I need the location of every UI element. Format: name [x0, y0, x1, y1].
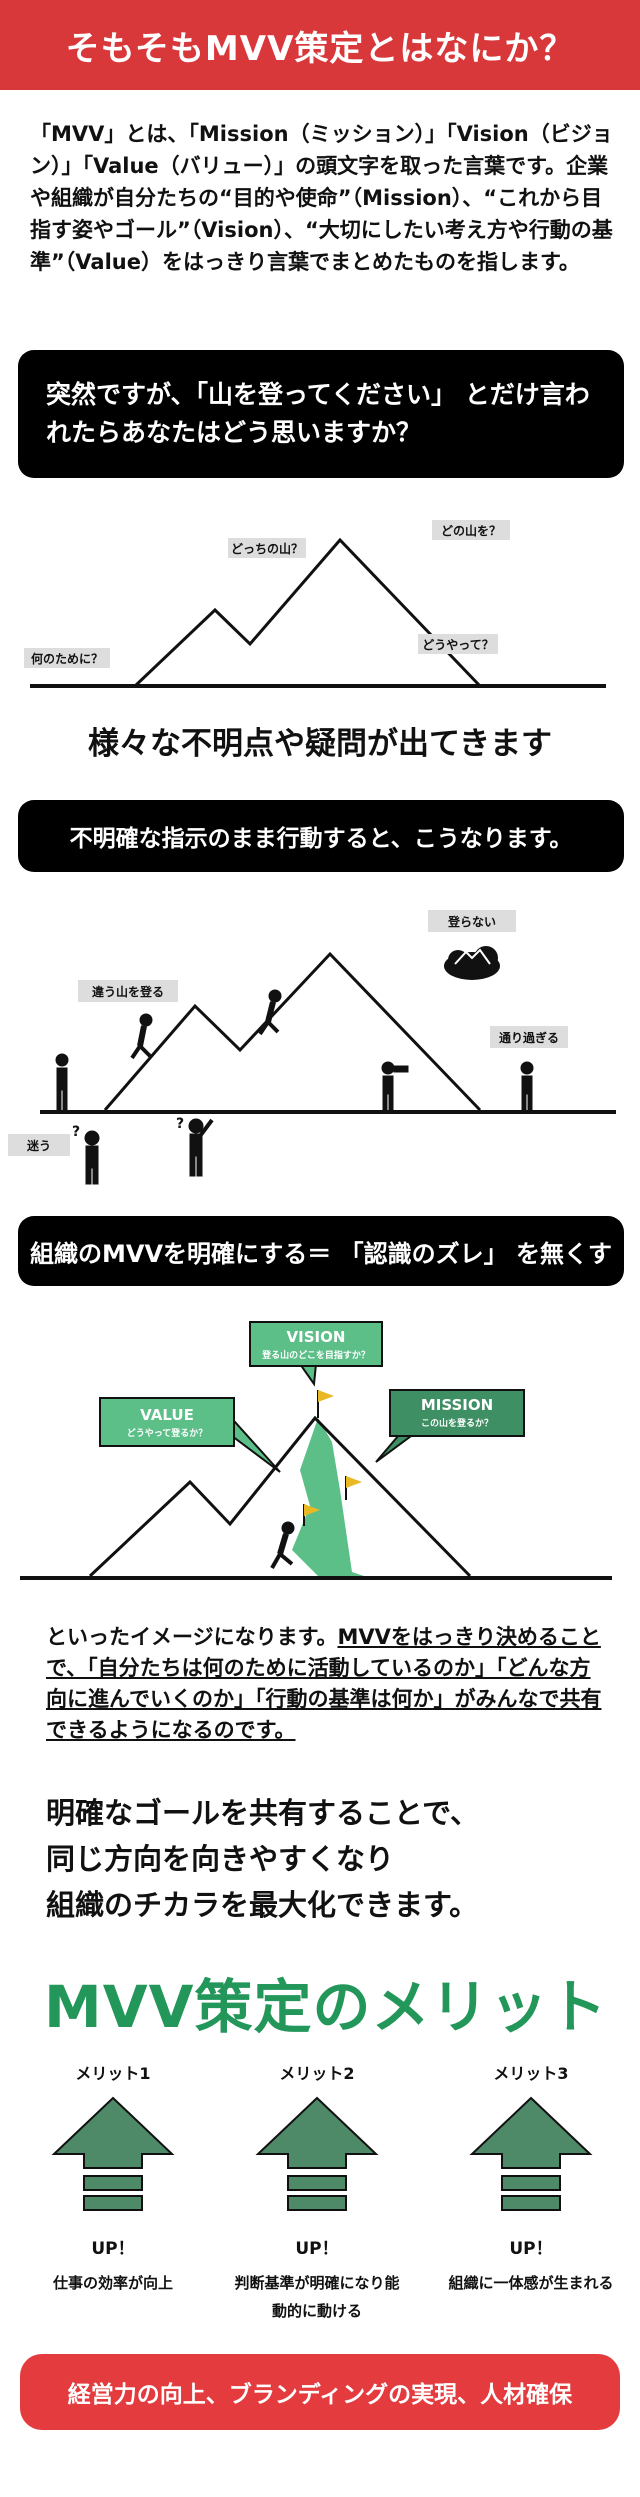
up-arrow-icon: [255, 2096, 379, 2211]
label-wrong-mountain: 違う山を登る: [92, 984, 164, 999]
label-lost: 迷う: [26, 1138, 51, 1153]
person-climbing-icon: [270, 1521, 295, 1569]
header-banner: そもそもMVV策定とはなにか？: [0, 0, 640, 90]
image-description-underlined: MVVをはっきり決めることで、「自分たちは何のために活動しているのか」「どんな方…: [46, 1625, 602, 1742]
label-box-how: [418, 634, 498, 654]
conclusion-line-1: 明確なゴールを共有することで、: [46, 1796, 479, 1830]
label-box-not-climb: [428, 910, 516, 932]
page-title: そもそもMVV策定とはなにか？: [65, 28, 575, 69]
image-description-prefix: といったイメージになります。: [46, 1625, 338, 1649]
vision-sub: 登る山のどこを目指すか？: [261, 1349, 370, 1361]
green-path: [292, 1418, 370, 1578]
person-thinking-icon: [55, 1053, 69, 1111]
merit-label: メリット3: [493, 2064, 569, 2083]
merit-label: メリット1: [75, 2064, 151, 2083]
vision-bubble: [249, 1321, 383, 1367]
value-sub: どうやって登るか？: [127, 1427, 208, 1439]
merit-desc: 仕事の効率が向上: [52, 2274, 173, 2292]
conclusion-line-3: 組織のチカラを最大化できます。: [46, 1888, 479, 1922]
label-how: どうやって？: [422, 638, 493, 652]
merit-item-1: メリット1 UP！ 仕事の効率が向上: [18, 2060, 208, 2297]
person-pointing-icon: ?: [176, 1116, 214, 1177]
flag-icon: [345, 1476, 362, 1500]
question-text: 突然ですが、「山を登ってください」 とだけ言われたらあなたはどう思いますか？: [46, 380, 590, 447]
label-box-what-mountain: [432, 520, 510, 540]
conclusion-line-2: 同じ方向を向きやすくなり: [46, 1842, 395, 1876]
mountain-illustration-mvv: VISION 登る山のどこを目指すか？ VALUE どうやって登るか？ MISS…: [20, 1321, 612, 1580]
clarify-box: 組織のMVVを明確にする＝ 「認識のズレ」 を無くす: [18, 1216, 624, 1286]
intro-text: 「MVV」とは、「Mission（ミッション）」「Vision（ビジョン）」「V…: [30, 122, 613, 274]
merit-desc: 判断基準が明確になり能動的に動ける: [234, 2274, 400, 2320]
mission-bubble: [389, 1389, 525, 1437]
up-arrow-icon: [51, 2096, 175, 2211]
person-lost-icon: ?: [72, 1124, 100, 1185]
label-why: 何のために？: [31, 651, 103, 666]
mountain-outline: [133, 537, 482, 688]
merit-item-2: メリット2 UP！ 判断基準が明確になり能動的に動ける: [222, 2060, 412, 2325]
label-box-why: [24, 648, 110, 668]
footer-text: 経営力の向上、ブランディングの実現、人材確保: [67, 2382, 573, 2408]
mountain-outline: [103, 951, 482, 1112]
merit-desc: 組織に一体感が生まれる: [448, 2274, 614, 2292]
vision-title: VISION: [287, 1328, 346, 1346]
person-walking-by-icon: [520, 1061, 534, 1111]
unclear-text: 不明確な指示のまま行動すると、こうなります。: [69, 826, 573, 852]
label-not-climb: 登らない: [447, 914, 496, 929]
person-climbing-big-mountain-icon: [258, 989, 282, 1036]
value-title: VALUE: [140, 1406, 194, 1424]
merits-title: MVV策定のメリット: [44, 1973, 608, 2041]
cloud-with-mountain-icon: [444, 946, 500, 980]
mountain-outline: [88, 1415, 472, 1578]
conclusion-text: 明確なゴールを共有することで、 同じ方向を向きやすくなり 組織のチカラを最大化で…: [46, 1790, 616, 1928]
person-climbing-small-mountain-icon: [130, 1013, 153, 1060]
merit-label: メリット2: [279, 2064, 355, 2083]
label-box-lost: [8, 1134, 70, 1156]
person-with-binoculars-icon: [381, 1061, 409, 1111]
footer-box: 経営力の向上、ブランディングの実現、人材確保: [20, 2354, 620, 2430]
label-pass-by: 通り過ぎる: [499, 1030, 559, 1045]
question-box: 突然ですが、「山を登ってください」 とだけ言われたらあなたはどう思いますか？: [18, 350, 624, 478]
clarify-text: 組織のMVVを明確にする＝ 「認識のズレ」 を無くす: [30, 1239, 612, 1268]
mission-sub: この山を登るか？: [421, 1417, 493, 1429]
label-which-mountain: どっちの山？: [231, 541, 303, 556]
flag-icon: [317, 1390, 334, 1418]
svg-text:?: ?: [176, 1116, 184, 1132]
mountain-illustration-confusion: 違う山を登る 登らない 通り過ぎる 迷う: [8, 910, 616, 1185]
merit-item-3: メリット3 UP！ 組織に一体感が生まれる: [436, 2060, 626, 2297]
mission-title: MISSION: [421, 1396, 493, 1414]
merit-up: UP！: [295, 2239, 339, 2259]
label-box-which-mountain: [228, 538, 306, 558]
image-description: といったイメージになります。MVVをはっきり決めることで、「自分たちは何のために…: [46, 1622, 606, 1746]
mountain-illustration-questions: 何のために？ どっちの山？ どの山を？ どうやって？: [24, 520, 606, 688]
merit-up: UP！: [91, 2239, 135, 2259]
flag-icon: [303, 1504, 320, 1526]
unclear-box: 不明確な指示のまま行動すると、こうなります。: [18, 800, 624, 872]
various-heading: 様々な不明点や疑問が出てきます: [87, 726, 553, 762]
label-box-pass-by: [490, 1026, 568, 1048]
label-box-wrong-mountain: [78, 980, 178, 1002]
value-bubble: [99, 1397, 235, 1447]
label-what-mountain: どの山を？: [441, 523, 501, 538]
merit-up: UP！: [509, 2239, 553, 2259]
svg-text:?: ?: [72, 1124, 80, 1140]
up-arrow-icon: [469, 2096, 593, 2211]
